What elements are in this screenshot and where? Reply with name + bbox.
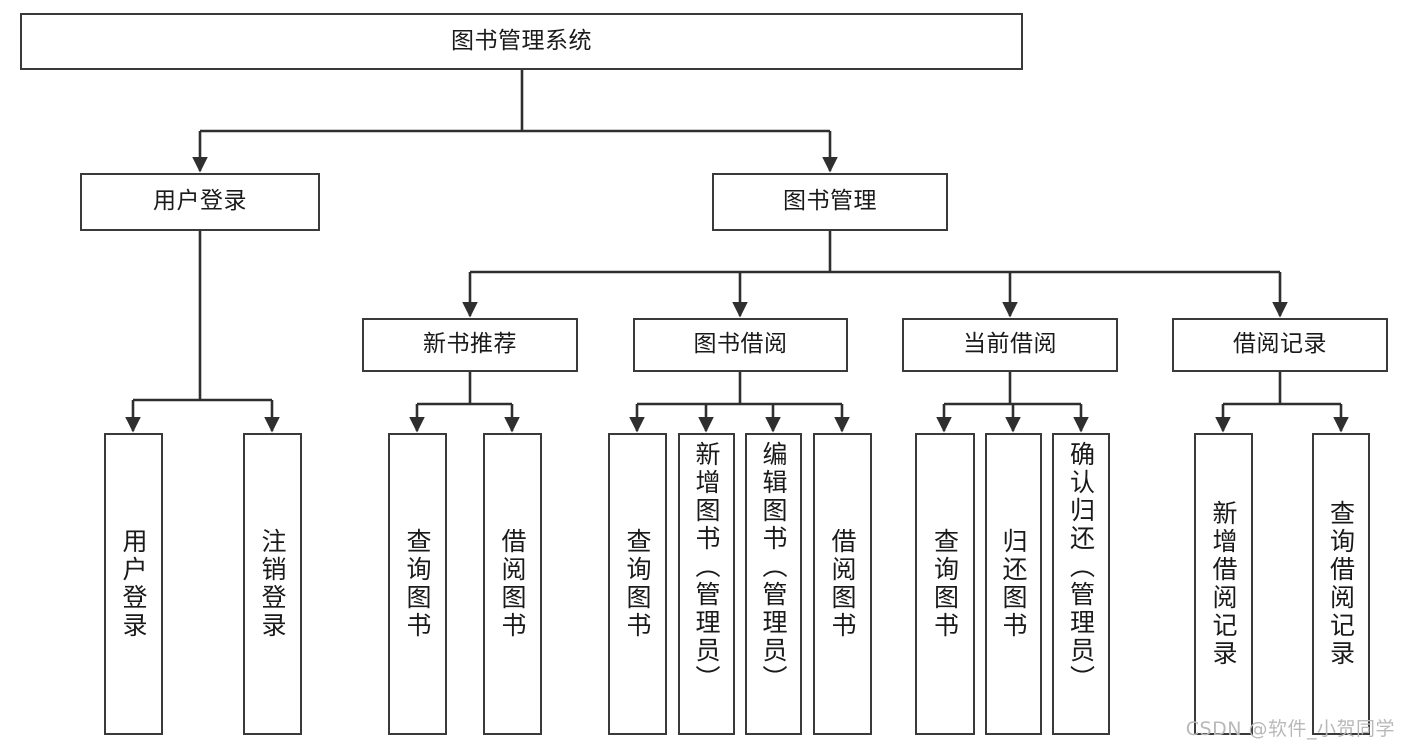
node-label: 借阅图书 bbox=[498, 528, 527, 640]
node-leaf-9: 归还图书 bbox=[985, 433, 1042, 735]
node-leaf-10: 确认归还（管理员） bbox=[1052, 433, 1110, 735]
node-leaf-12: 查询借阅记录 bbox=[1312, 433, 1370, 735]
node-label: 注销登录 bbox=[258, 528, 287, 640]
node-label: 借阅记录 bbox=[1233, 331, 1327, 358]
node-root: 图书管理系统 bbox=[20, 13, 1023, 70]
node-level2-3: 借阅记录 bbox=[1172, 318, 1388, 372]
node-level1-1: 图书管理 bbox=[712, 173, 948, 231]
node-leaf-4: 查询图书 bbox=[608, 433, 667, 735]
node-leaf-7: 借阅图书 bbox=[813, 433, 872, 735]
node-leaf-5: 新增图书（管理员） bbox=[678, 433, 735, 735]
node-leaf-3: 借阅图书 bbox=[483, 433, 542, 735]
node-leaf-11: 新增借阅记录 bbox=[1194, 433, 1253, 735]
node-label: 用户登录 bbox=[119, 528, 148, 640]
node-label: 图书管理 bbox=[783, 188, 877, 215]
node-leaf-0: 用户登录 bbox=[104, 433, 163, 735]
node-label: 查询图书 bbox=[623, 528, 652, 640]
node-label: 新书推荐 bbox=[423, 331, 517, 358]
node-label: 编辑图书（管理员） bbox=[759, 441, 788, 693]
node-label: 查询图书 bbox=[403, 528, 432, 640]
node-label: 用户登录 bbox=[153, 188, 247, 215]
node-label: 查询借阅记录 bbox=[1326, 500, 1356, 668]
node-label: 归还图书 bbox=[999, 528, 1028, 640]
node-label: 查询图书 bbox=[930, 528, 960, 640]
node-label: 借阅图书 bbox=[828, 528, 857, 640]
node-label: 新增图书（管理员） bbox=[692, 441, 721, 693]
node-level1-0: 用户登录 bbox=[80, 173, 320, 231]
node-level2-2: 当前借阅 bbox=[902, 318, 1118, 372]
node-label: 图书管理系统 bbox=[451, 27, 592, 54]
watermark-text: CSDN @软件_小贺同学 bbox=[1185, 718, 1395, 740]
node-level2-1: 图书借阅 bbox=[633, 318, 848, 372]
node-label: 当前借阅 bbox=[963, 331, 1057, 358]
node-leaf-8: 查询图书 bbox=[915, 433, 975, 735]
node-leaf-1: 注销登录 bbox=[243, 433, 302, 735]
node-label: 图书借阅 bbox=[693, 331, 788, 358]
node-leaf-2: 查询图书 bbox=[388, 433, 447, 735]
node-label: 确认归还（管理员） bbox=[1066, 441, 1096, 693]
node-leaf-6: 编辑图书（管理员） bbox=[745, 433, 802, 735]
node-level2-0: 新书推荐 bbox=[362, 318, 578, 372]
node-label: 新增借阅记录 bbox=[1209, 500, 1238, 668]
